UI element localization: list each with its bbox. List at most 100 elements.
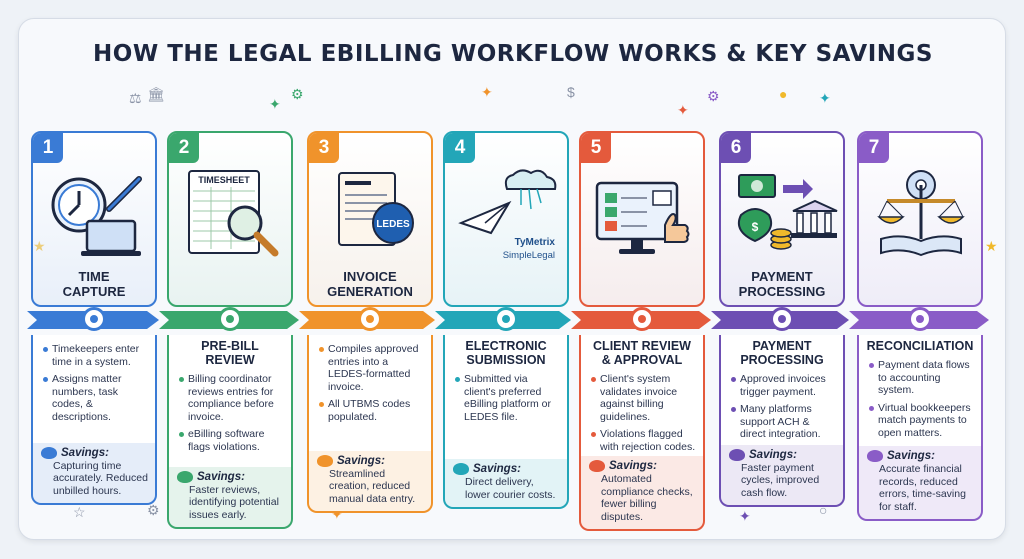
step-number-badge: 1 xyxy=(33,133,63,163)
piggy-bank-icon xyxy=(177,470,193,483)
infographic-frame: HOW THE LEGAL EBILLING WORKFLOW WORKS & … xyxy=(18,18,1006,540)
step-card-2: 2 TIMESHEET xyxy=(167,131,293,307)
dollar-sign-icon: $ xyxy=(752,220,759,234)
bullet-item: Compiles approved entries into a LEDES-f… xyxy=(319,343,425,393)
lightbulb-icon: ● xyxy=(779,86,788,102)
timeline-node xyxy=(358,307,382,331)
bullet-list: Compiles approved entries into a LEDES-f… xyxy=(309,335,431,430)
piggy-bank-icon xyxy=(589,460,605,472)
lightbulb-icon: ○ xyxy=(819,502,828,518)
page-title: HOW THE LEGAL EBILLING WORKFLOW WORKS & … xyxy=(93,41,933,67)
bullet-list: Approved invoices trigger payment. Many p… xyxy=(721,369,843,448)
step-number-badge: 5 xyxy=(581,133,611,163)
card-label: TIME CAPTURE xyxy=(62,269,126,299)
bank-icon: 🏛 xyxy=(147,86,165,102)
step-card-5: 5 xyxy=(579,131,705,307)
piggy-bank-icon xyxy=(317,454,333,467)
gear-icon: ⚙ xyxy=(707,88,720,104)
step-card-3: 3 LEDES INVOICE GENERATION xyxy=(307,131,433,307)
savings-box: Savings:Capturing time accurately. Reduc… xyxy=(33,442,155,503)
savings-heading: Savings: xyxy=(317,454,425,467)
clock-laptop-pen-icon xyxy=(39,165,151,261)
step-panel-1: Timekeepers enter time in a system. Assig… xyxy=(31,335,157,505)
savings-box: Savings:Accurate financial records, redu… xyxy=(859,446,981,519)
gear-icon: ⚙ xyxy=(291,86,304,102)
timeline-arrow xyxy=(19,304,1006,336)
bullet-item: Many platforms support ACH & direct inte… xyxy=(731,403,837,441)
ledes-text: LEDES xyxy=(376,219,410,230)
scales-icon: ⚖ xyxy=(129,90,142,106)
step-panel-4: ELECTRONIC SUBMISSION Submitted via clien… xyxy=(443,335,569,509)
piggy-bank-icon xyxy=(729,448,745,461)
card-label: INVOICE GENERATION xyxy=(327,269,413,299)
step-panel-7: RECONCILIATION Payment data flows to acco… xyxy=(857,335,983,521)
bullet-item: eBilling software flags violations. xyxy=(179,428,285,453)
timeline-node xyxy=(218,307,242,331)
savings-text: Streamlined creation, reduced manual dat… xyxy=(329,467,416,505)
gear-icon: ⚙ xyxy=(147,502,160,518)
savings-heading: Savings: xyxy=(589,460,697,472)
savings-heading: Savings: xyxy=(453,463,561,475)
step-card-4: 4 TyMetrix SimpleLegal xyxy=(443,131,569,307)
sparkle-icon: ✦ xyxy=(481,84,493,100)
step-number-badge: 2 xyxy=(169,133,199,163)
savings-label: Savings: xyxy=(61,446,109,459)
savings-text: Automated compliance checks, fewer billi… xyxy=(601,473,693,523)
step-number-badge: 4 xyxy=(445,133,475,163)
bullet-item: All UTBMS codes populated. xyxy=(319,398,425,423)
sparkle-icon: ✦ xyxy=(739,508,751,524)
bullet-item: Assigns matter numbers, task codes, & de… xyxy=(43,373,149,423)
savings-text: Direct delivery, lower courier costs. xyxy=(465,476,556,501)
timesheet-magnifier-icon: TIMESHEET xyxy=(175,165,287,261)
savings-box: Savings:Direct delivery, lower courier c… xyxy=(445,459,567,507)
savings-label: Savings: xyxy=(749,448,797,461)
sparkle-icon: ✦ xyxy=(331,506,343,522)
savings-label: Savings: xyxy=(337,454,385,467)
panel-heading: CLIENT REVIEW & APPROVAL xyxy=(593,339,691,367)
savings-heading: Savings: xyxy=(177,470,285,483)
timeline-node xyxy=(494,307,518,331)
savings-label: Savings: xyxy=(473,463,521,475)
savings-label: Savings: xyxy=(197,470,245,483)
star-icon: ☆ xyxy=(73,504,86,520)
bullet-item: Approved invoices trigger payment. xyxy=(731,373,837,398)
panel-heading: RECONCILIATION xyxy=(866,339,974,353)
tymetrix-text: TyMetrix xyxy=(515,237,556,248)
bullet-item: Billing coordinator reviews entries for … xyxy=(179,373,285,423)
invoice-ledes-icon: LEDES xyxy=(315,165,427,261)
step-card-1: 1 TIME CAPTURE xyxy=(31,131,157,307)
card-label: PAYMENT PROCESSING xyxy=(738,269,826,299)
savings-heading: Savings: xyxy=(729,448,837,461)
bullet-item: Payment data flows to accounting system. xyxy=(869,359,975,397)
bullet-item: Timekeepers enter time in a system. xyxy=(43,343,149,368)
timeline-node xyxy=(770,307,794,331)
paper-plane-cloud-icon: TyMetrix SimpleLegal xyxy=(451,165,563,261)
bullet-item: Violations flagged with rejection codes. xyxy=(591,428,697,453)
savings-box: Savings:Faster payment cycles, improved … xyxy=(721,444,843,505)
savings-heading: Savings: xyxy=(41,446,149,459)
savings-text: Accurate financial records, reduced erro… xyxy=(879,463,966,513)
savings-text: Faster payment cycles, improved cash flo… xyxy=(741,461,820,499)
step-number-badge: 3 xyxy=(309,133,339,163)
bullet-list: Client's system validates invoice agains… xyxy=(581,369,703,460)
scales-gear-book-icon xyxy=(865,165,977,261)
step-card-6: 6 $ PAYMENT PROCESSING xyxy=(719,131,845,307)
piggy-bank-icon xyxy=(867,450,883,462)
savings-heading: Savings: xyxy=(867,450,975,462)
dollar-icon: $ xyxy=(567,84,575,100)
monitor-checklist-thumbs-up-icon xyxy=(587,165,699,261)
savings-box: Savings:Automated compliance checks, few… xyxy=(581,456,703,529)
savings-text: Faster reviews, identifying potential is… xyxy=(189,483,279,521)
timeline-node xyxy=(908,307,932,331)
bullet-item: Virtual bookkeepers match payments to op… xyxy=(869,402,975,440)
savings-box: Savings:Faster reviews, identifying pote… xyxy=(169,466,291,527)
sparkle-icon: ✦ xyxy=(269,96,281,112)
panel-heading: ELECTRONIC SUBMISSION xyxy=(465,339,547,367)
timeline-node xyxy=(82,307,106,331)
timeline-node xyxy=(630,307,654,331)
step-card-7: 7 xyxy=(857,131,983,307)
bullet-item: Submitted via client's preferred eBillin… xyxy=(455,373,561,423)
